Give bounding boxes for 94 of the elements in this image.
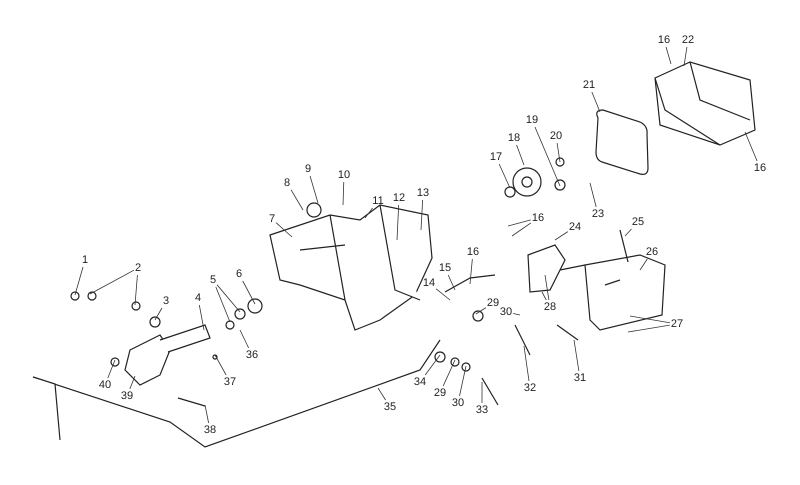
leader-line <box>424 354 440 376</box>
callout-number: 7 <box>268 213 276 225</box>
callout-number: 26 <box>646 246 658 258</box>
leader-line <box>574 340 580 372</box>
callout-number: 29 <box>434 387 446 399</box>
leader-line <box>476 307 486 314</box>
leader-line <box>420 200 424 230</box>
leader-line <box>459 366 466 396</box>
callout-number: 36 <box>246 349 258 361</box>
callout-number: 21 <box>582 79 596 91</box>
callout-number: 30 <box>500 306 512 318</box>
callout-number: 33 <box>476 404 488 416</box>
callout-number: 8 <box>284 177 290 189</box>
leader-line <box>590 182 597 208</box>
leader-line <box>442 360 456 386</box>
callout-number: 6 <box>236 268 242 280</box>
leader-line <box>684 46 688 66</box>
callout-number: 27 <box>670 318 684 330</box>
leader-line <box>129 376 136 390</box>
leader-line <box>666 46 672 64</box>
callout-number: 32 <box>524 382 536 394</box>
leader-line <box>556 142 560 162</box>
leader-line <box>448 274 456 290</box>
callout-number: 9 <box>304 163 312 175</box>
leader-line <box>630 316 670 324</box>
callout-number: 39 <box>120 390 134 402</box>
callout-number: 4 <box>194 292 202 304</box>
leader-line <box>512 222 532 236</box>
callout-number: 15 <box>438 262 452 274</box>
callout-number: 3 <box>162 295 170 307</box>
callout-number: 14 <box>422 277 436 289</box>
leader-line <box>470 258 473 284</box>
callout-number: 40 <box>98 379 112 391</box>
leader-line <box>215 286 230 322</box>
callout-number: 5 <box>210 274 216 286</box>
callout-number: 28 <box>544 301 556 313</box>
callout-number: 16 <box>658 34 670 46</box>
leader-line <box>628 324 670 332</box>
leader-line <box>276 222 292 238</box>
callout-number: 20 <box>550 130 562 142</box>
leader-line <box>534 126 560 186</box>
callout-number: 22 <box>682 34 694 46</box>
callout-number: 25 <box>632 216 644 228</box>
leader-line <box>240 330 250 348</box>
leader-line <box>436 288 450 300</box>
leader-line <box>134 274 138 306</box>
leader-line <box>512 313 520 316</box>
leader-line <box>107 360 116 378</box>
callout-number: 34 <box>414 376 426 388</box>
callout-number: 12 <box>392 192 406 204</box>
leader-line <box>744 132 758 162</box>
leader-line <box>498 164 510 188</box>
callout-number: 11 <box>372 195 384 207</box>
leader-line <box>74 266 84 296</box>
callout-number: 2 <box>134 262 142 274</box>
leader-line <box>204 404 209 424</box>
leader-line <box>198 304 204 330</box>
callout-number: 10 <box>338 169 350 181</box>
leader-line <box>364 208 374 218</box>
leader-line <box>154 308 162 320</box>
callout-number: 30 <box>452 397 464 409</box>
leader-line <box>544 274 550 300</box>
callout-number: 31 <box>574 372 586 384</box>
leader-line <box>624 228 632 236</box>
leader-line <box>342 182 344 206</box>
callout-number: 29 <box>486 297 500 309</box>
callout-number: 35 <box>384 401 396 413</box>
leader-line <box>290 189 304 210</box>
leader-line <box>640 258 648 270</box>
leader-line <box>396 204 400 240</box>
callout-number: 17 <box>490 151 502 163</box>
leader-line <box>516 144 524 166</box>
leader-line <box>378 388 386 400</box>
callout-number: 1 <box>82 254 88 266</box>
leader-line <box>310 176 318 204</box>
leader-line <box>90 270 134 294</box>
leader-line <box>508 220 532 226</box>
leader-line <box>214 354 227 376</box>
callout-number: 16 <box>532 212 544 224</box>
callout-number: 38 <box>204 424 216 436</box>
callout-number: 13 <box>416 187 430 199</box>
callout-number: 23 <box>592 208 604 220</box>
callout-number: 37 <box>224 376 236 388</box>
leader-line <box>591 92 600 112</box>
callout-number: 19 <box>526 114 538 126</box>
callout-number: 16 <box>466 246 480 258</box>
leader-line <box>524 346 530 382</box>
leader-line <box>242 280 256 304</box>
leader-line <box>216 284 240 312</box>
leader-line <box>554 231 568 240</box>
callout-number: 24 <box>568 221 582 233</box>
leader-line <box>542 292 547 300</box>
callout-number: 18 <box>508 132 520 144</box>
callout-number: 16 <box>754 162 766 174</box>
